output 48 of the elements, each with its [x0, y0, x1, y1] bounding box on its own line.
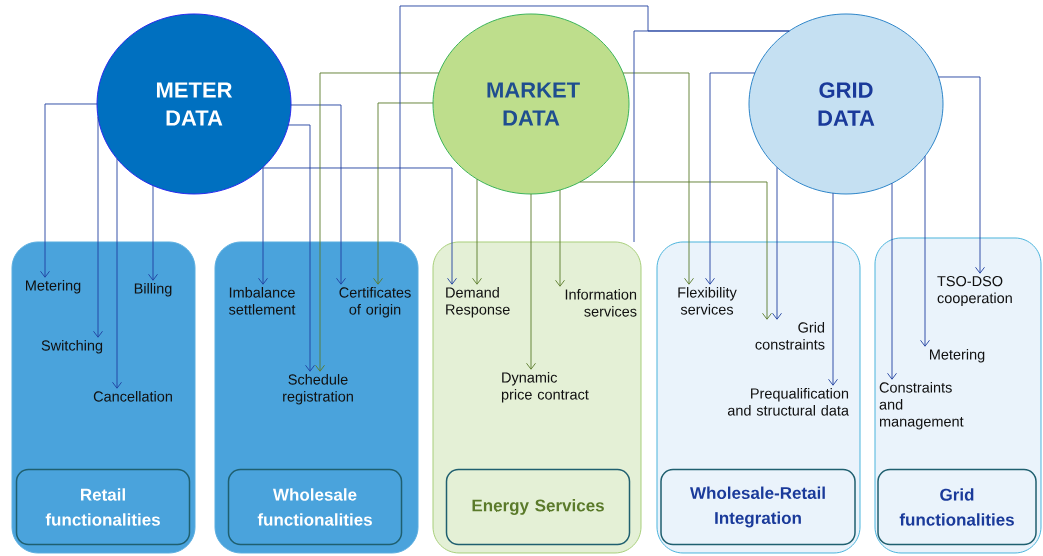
item-label: Demand Response	[446, 287, 510, 318]
panel	[11, 241, 196, 554]
category-box: Grid functionalities	[877, 468, 1037, 546]
arrow	[622, 72, 694, 285]
arrow	[373, 102, 434, 285]
item-label: Prequalification and structural data	[727, 388, 849, 416]
panel	[874, 237, 1042, 554]
arrow	[258, 166, 268, 285]
arrow	[555, 189, 565, 287]
item-label: Cancellation	[93, 391, 172, 402]
arrow	[579, 181, 772, 320]
category-box: Energy Services	[445, 468, 631, 546]
item-label: Information services	[565, 289, 637, 317]
item-label: Metering	[26, 280, 81, 294]
connector-line	[633, 30, 790, 243]
arrow	[920, 155, 930, 347]
arrow	[287, 124, 315, 372]
panel	[656, 241, 861, 554]
item-label: Schedule registration	[283, 374, 353, 405]
item-label: Certificates of origin	[339, 287, 411, 318]
arrow	[148, 185, 158, 281]
arrow	[705, 72, 756, 285]
category-box: Wholesale functionalities	[227, 468, 403, 546]
arrow	[290, 104, 346, 285]
item-label: Flexibility services	[678, 287, 737, 315]
arrow	[472, 178, 482, 285]
arrow	[887, 182, 897, 380]
item-label: Imbalance settlement	[228, 287, 296, 315]
item-label: TSO-DSO cooperation	[937, 276, 1012, 307]
arrow	[828, 192, 838, 386]
item-label: Grid constraints	[755, 322, 825, 350]
item-label: Constraints and management	[879, 382, 964, 430]
arrow	[261, 167, 457, 285]
item-label: Metering	[930, 349, 985, 363]
panel	[214, 241, 419, 554]
arrow	[938, 76, 985, 274]
arrow	[112, 158, 122, 389]
item-label: Billing	[134, 283, 172, 297]
category-box: Retail functionalities	[15, 468, 191, 546]
category-box: Wholesale-Retail Integration	[660, 468, 856, 546]
item-label: Dynamic price contract	[501, 372, 589, 403]
arrow	[315, 72, 440, 372]
arrow	[526, 193, 536, 370]
arrow	[40, 103, 98, 278]
panel	[432, 241, 642, 554]
arrow	[93, 116, 103, 338]
item-label: Switching	[41, 340, 103, 354]
arrow	[772, 166, 782, 320]
